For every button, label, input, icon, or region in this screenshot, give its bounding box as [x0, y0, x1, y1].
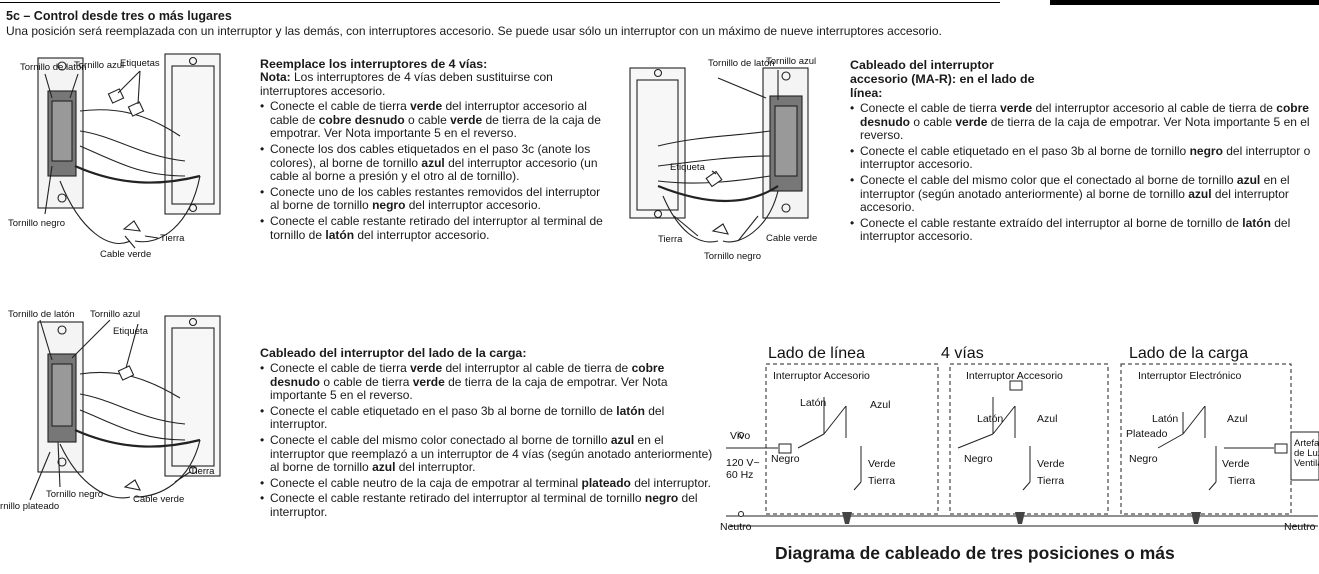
- fig1-label-tags: Etiquetas: [120, 58, 160, 69]
- supply-voltage: 120 V~: [726, 457, 760, 469]
- box2-title: Interruptor Accesorio: [966, 370, 1063, 382]
- box3-title: Interruptor Electrónico: [1138, 370, 1241, 382]
- fig3-label-brass-screw: Tornillo de latón: [708, 58, 775, 69]
- diagram-section-line: Lado de línea: [768, 345, 865, 362]
- box1-negro: Negro: [771, 453, 800, 465]
- fig2-label-blue-screw: Tornillo azul: [90, 309, 140, 320]
- line-side-instructions: Cableado del interruptor accesorio (MA-R…: [850, 58, 1312, 244]
- box2-tierra: Tierra: [1037, 475, 1064, 487]
- box3-azul: Azul: [1227, 413, 1247, 425]
- neutro-left: Neutro: [720, 521, 752, 533]
- load-side-heading: Cableado del interruptor del lado de la …: [260, 346, 527, 360]
- box1-laton: Latón: [800, 397, 826, 409]
- instruction-item: Conecte el cable del mismo color conecta…: [260, 433, 715, 475]
- fig-load-side-switch: Tornillo de latón Tornillo azul Etiqueta…: [0, 309, 221, 512]
- fig2-label-black-screw: Tornillo negro: [46, 489, 103, 500]
- fig-line-side-accessory: Tornillo de latón Tornillo azul Etiqueta…: [629, 56, 817, 262]
- fig-four-way-replacement: Tornillo de latón Tornillo azul Etiqueta…: [8, 53, 221, 258]
- box3-plateado: Plateado: [1126, 428, 1168, 440]
- fig3-label-blue-screw: Tornillo azul: [766, 56, 816, 67]
- load-side-steps: Conecte el cable de tierra verde del int…: [260, 361, 715, 520]
- diagram-section-load: Lado de la carga: [1129, 345, 1248, 362]
- fig1-label-black-screw: Tornillo negro: [8, 218, 65, 229]
- instruction-item: Conecte uno de los cables restantes remo…: [260, 185, 608, 213]
- box1-azul: Azul: [870, 399, 890, 411]
- fig3-label-black-screw: Tornillo negro: [704, 251, 761, 262]
- box1-tierra: Tierra: [868, 475, 895, 487]
- fig1-label-blue-screw: Tornillo azul: [74, 60, 124, 71]
- fig1-label-green-wire: Cable verde: [100, 249, 151, 258]
- fig2-label-green-wire: Cable verde: [133, 494, 184, 505]
- fig2-label-ground: Tierra: [190, 466, 215, 477]
- fig2-label-brass-screw: Tornillo de latón: [8, 309, 75, 320]
- four-way-note: Nota: Los interruptores de 4 vías deben …: [260, 70, 553, 98]
- instruction-item: Conecte el cable neutro de la caja de em…: [260, 476, 715, 491]
- instruction-item: Conecte el cable restante retirado del i…: [260, 214, 608, 242]
- instruction-item: Conecte los dos cables etiquetados en el…: [260, 142, 608, 184]
- box1-verde: Verde: [868, 458, 896, 470]
- fig2-label-silver-screw: Tornillo plateado: [0, 501, 59, 512]
- box2-verde: Verde: [1037, 458, 1065, 470]
- fig3-label-tag: Etiqueta: [670, 162, 706, 173]
- wiring-diagram: Lado de línea 4 vías Lado de la carga In…: [720, 345, 1319, 533]
- instruction-item: Conecte el cable de tierra verde del int…: [260, 99, 608, 141]
- supply-vivo: Vivo: [730, 430, 750, 442]
- four-way-instructions: Reemplace los interruptores de 4 vías: N…: [260, 57, 608, 242]
- fig3-label-ground: Tierra: [658, 234, 683, 245]
- box3-negro: Negro: [1129, 453, 1158, 465]
- four-way-steps: Conecte el cable de tierra verde del int…: [260, 99, 608, 242]
- load-line2: de Luz o c: [1294, 448, 1319, 459]
- fig3-label-green-wire: Cable verde: [766, 233, 817, 244]
- box2-azul: Azul: [1037, 413, 1057, 425]
- diagram-section-four-way: 4 vías: [941, 345, 984, 362]
- instruction-item: Conecte el cable de tierra verde del int…: [850, 101, 1312, 143]
- four-way-heading: Reemplace los interruptores de 4 vías:: [260, 57, 488, 71]
- box1-title: Interruptor Accesorio: [773, 370, 870, 382]
- supply-frequency: 60 Hz: [726, 469, 753, 481]
- header-rule: [0, 0, 1319, 6]
- box3-verde: Verde: [1222, 458, 1250, 470]
- neutro-right: Neutro: [1284, 521, 1316, 533]
- section-intro: Una posición será reemplazada con un int…: [6, 24, 942, 38]
- diagram-caption: Diagrama de cableado de tres posiciones …: [775, 543, 1175, 563]
- fig2-label-tag: Etiqueta: [113, 326, 149, 337]
- instruction-item: Conecte el cable restante extraído del i…: [850, 216, 1312, 244]
- line-side-heading: Cableado del interruptor accesorio (MA-R…: [850, 58, 1035, 100]
- box2-negro: Negro: [964, 453, 993, 465]
- box3-laton: Latón: [1152, 413, 1178, 425]
- section-title: 5c – Control desde tres o más lugares: [6, 9, 232, 23]
- instruction-item: Conecte el cable etiquetado en el paso 3…: [260, 404, 715, 432]
- fig1-label-brass-screw: Tornillo de latón: [20, 62, 87, 73]
- box2-laton: Latón: [977, 413, 1003, 425]
- instruction-item: Conecte el cable etiquetado en el paso 3…: [850, 144, 1312, 172]
- instruction-item: Conecte el cable restante retirado del i…: [260, 491, 715, 519]
- load-line3: Ventilador: [1294, 458, 1319, 469]
- load-side-instructions: Cableado del interruptor del lado de la …: [260, 346, 715, 520]
- instruction-item: Conecte el cable de tierra verde del int…: [260, 361, 715, 403]
- instruction-item: Conecte el cable del mismo color que el …: [850, 173, 1312, 215]
- box3-tierra: Tierra: [1228, 475, 1255, 487]
- fig1-label-ground: Tierra: [160, 233, 185, 244]
- load-line1: Artefacto(: [1294, 438, 1319, 449]
- line-side-steps: Conecte el cable de tierra verde del int…: [850, 101, 1312, 244]
